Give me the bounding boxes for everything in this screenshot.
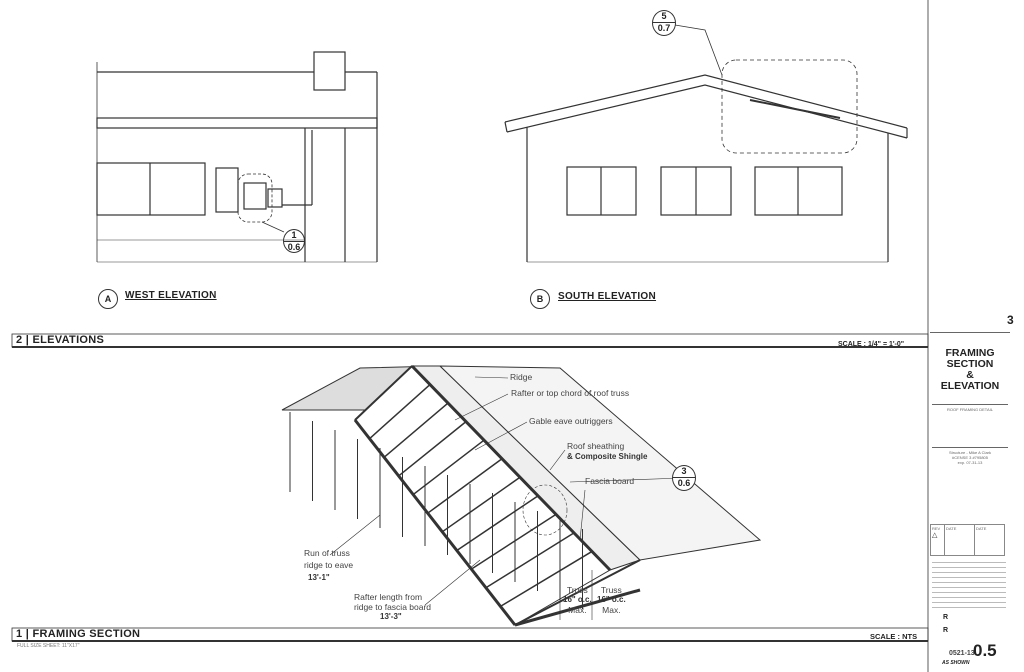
label-rafter-length-value: 13'-3" <box>380 612 402 621</box>
callout-number: 5 <box>661 11 667 21</box>
framing-section-drawing <box>281 364 762 627</box>
elevations-scale: SCALE : 1/4" = 1'-0" <box>838 341 905 348</box>
callout-sheet: 0.6 <box>284 241 304 253</box>
label-ridge: Ridge <box>510 372 533 382</box>
divider <box>932 404 1008 405</box>
gable-ladder-rung <box>383 402 449 458</box>
label-run-value: 13'-1" <box>308 573 330 582</box>
callout-number: 3 <box>681 466 687 476</box>
framing-section-header: 1 | FRAMING SECTION <box>16 628 141 640</box>
truss-text: Truss <box>566 585 588 595</box>
view-tag-a: A <box>98 289 118 309</box>
title-line: SECTION <box>946 358 994 370</box>
sheet-number: 0.5 <box>973 641 997 660</box>
callout-sheet: 0.7 <box>653 22 675 34</box>
checked-by: R <box>943 627 949 634</box>
scale-note: AS SHOWN <box>942 660 970 666</box>
rev-header: DATE <box>945 525 975 555</box>
label-rafter: Rafter or top chord of roof truss <box>511 388 630 398</box>
title-line: FRAMING <box>945 347 995 359</box>
section-number: 1 <box>16 628 23 640</box>
sheet-size-note: FULL SIZE SHEET: 11"X17" <box>17 643 80 649</box>
west-elevation-title: WEST ELEVATION <box>125 290 217 301</box>
label-sheathing: Roof sheathing <box>567 441 625 451</box>
elevations-section-header: 2 | ELEVATIONS <box>16 334 105 346</box>
label-outriggers: Gable eave outriggers <box>529 416 613 426</box>
south-elevation-drawing <box>504 24 908 263</box>
signature-line: exp. 07-31-13 <box>957 460 983 465</box>
page-marker: 3 <box>1007 313 1014 327</box>
view-tag-b: B <box>530 289 550 309</box>
gable-ladder-rung <box>398 421 467 477</box>
label-rafter-length-2: ridge to fascia board <box>354 602 432 612</box>
section-title: FRAMING SECTION <box>32 628 141 640</box>
label-run-1: Run of truss <box>304 548 350 558</box>
gable-ladder-rung <box>427 458 503 514</box>
rev-header: REV <box>931 525 945 555</box>
label-run-2: ridge to eave <box>304 560 354 570</box>
section-number: 2 <box>16 334 23 346</box>
gable-ladder-rung <box>470 513 557 570</box>
engineer-signature: Structure - Mike A Clark #CENSE 3 #79580… <box>932 450 1008 465</box>
section-title: ELEVATIONS <box>32 334 105 346</box>
title-line: ELEVATION <box>940 380 1000 392</box>
truss-text: Truss <box>600 585 622 595</box>
truss-spacing: 16" o.c. <box>563 595 592 604</box>
sheet-subtitle: ROOF FRAMING DETAIL <box>947 407 993 412</box>
gable-ladder-rung <box>500 550 593 608</box>
truss-max: Max. <box>602 605 621 615</box>
gable-ladder-rung <box>369 383 431 440</box>
copyright-notice <box>932 560 1006 610</box>
callout-number: 1 <box>291 230 297 240</box>
drawn-by: R <box>943 614 949 621</box>
detail-callout-3[interactable]: 3 0.6 <box>672 465 696 491</box>
framing-scale: SCALE : NTS <box>870 632 918 641</box>
gable-ladder-rung <box>485 532 575 589</box>
detail-callout-5[interactable]: 5 0.7 <box>652 10 676 36</box>
signature-line: #CENSE 3 #795805 <box>951 455 989 460</box>
rev-header: DATE <box>976 526 987 531</box>
divider <box>932 447 1008 448</box>
job-number: 0521-13 <box>949 650 975 657</box>
detail-callout-1[interactable]: 1 0.6 <box>283 229 305 253</box>
truss-spacing: 16" o.c. <box>597 595 626 604</box>
label-fascia: Fascia board <box>585 476 635 486</box>
revision-table: REV DATE DATE <box>930 524 1005 556</box>
gable-ladder-rung <box>441 476 521 533</box>
divider <box>930 332 1010 333</box>
sheet-title: FRAMING SECTION & ELEVATION <box>930 348 1010 392</box>
label-rafter-length-1: Rafter length from <box>354 592 423 602</box>
truss-max: Max. <box>568 605 587 615</box>
callout-sheet: 0.6 <box>673 477 695 489</box>
signature-line: Structure - Mike A Clark <box>948 450 991 455</box>
title-line: & <box>966 369 974 381</box>
south-elevation-title: SOUTH ELEVATION <box>558 291 657 302</box>
west-elevation-drawing <box>96 51 378 263</box>
revision-triangle-icon: △ <box>932 532 938 539</box>
label-shingle: & Composite Shingle <box>567 452 648 461</box>
